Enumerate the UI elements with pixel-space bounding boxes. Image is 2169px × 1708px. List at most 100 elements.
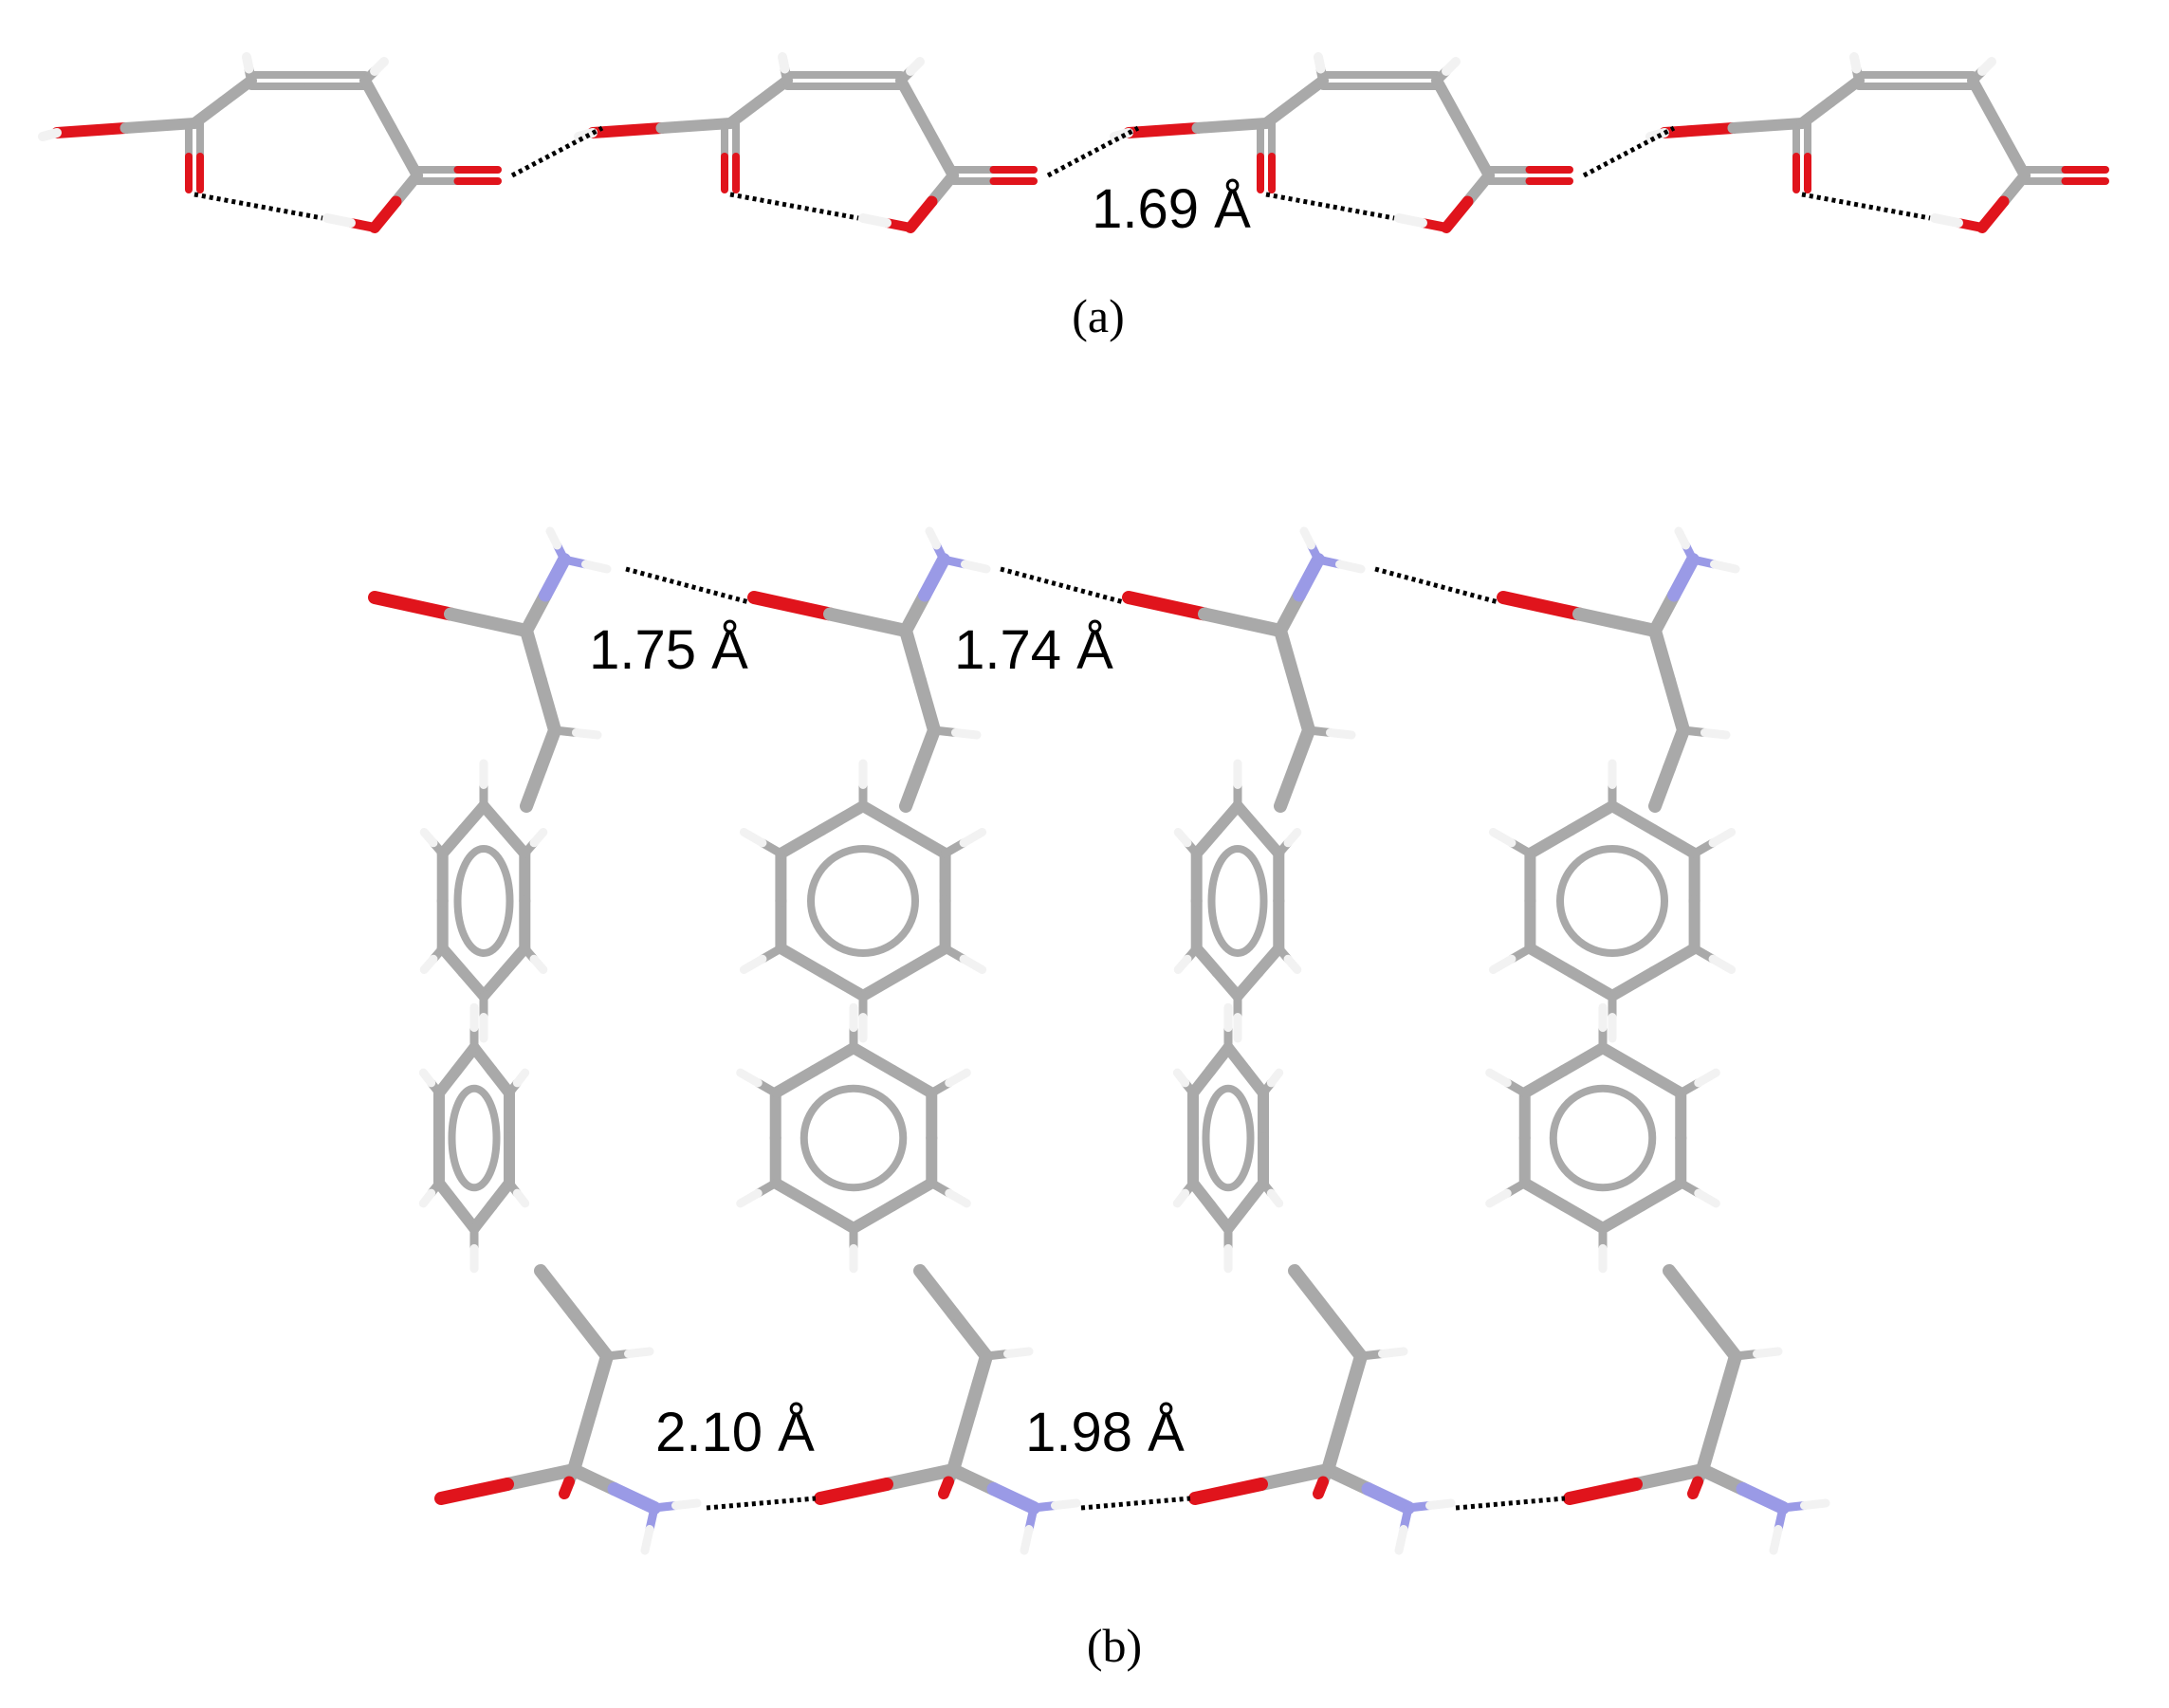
bond-stick <box>1274 624 1301 688</box>
hydrogen-stick <box>1394 1525 1408 1555</box>
aromatic-ring-circle <box>1202 1084 1255 1192</box>
hydrogen-bond <box>729 192 859 221</box>
panel-b-label: (b) <box>1087 1619 1142 1672</box>
hydrogen-bond <box>193 192 323 221</box>
bond-stick <box>938 1476 954 1499</box>
bond-stick <box>1825 75 1865 108</box>
bond-stick <box>119 118 200 134</box>
bond-stick <box>1260 96 1300 129</box>
hydrogen-stick <box>1283 954 1302 974</box>
phenyl-ring <box>1636 1177 1687 1212</box>
hydrogen-stick <box>1283 828 1302 848</box>
phenyl-ring <box>857 800 910 836</box>
hbond-label-a: 1.69 Å <box>1092 178 1251 240</box>
bond-stick <box>583 1350 614 1420</box>
bond-stick <box>1727 118 1808 134</box>
hydrogen-stick <box>1800 1498 1830 1510</box>
hydrogen-stick <box>574 130 591 141</box>
bond-stick <box>913 1264 960 1320</box>
phenyl-ring <box>769 1064 820 1099</box>
hydrogen-stick <box>512 1188 530 1208</box>
phenyl-ring <box>808 1200 859 1234</box>
phenyl-ring <box>848 1042 899 1076</box>
bond-stick <box>534 1264 580 1320</box>
bond-stick <box>921 122 959 181</box>
bond-stick <box>1293 553 1325 602</box>
bond-stick <box>655 118 736 134</box>
hydrogen-stick <box>1753 1347 1783 1358</box>
bond-stick <box>899 624 927 688</box>
hydrogen-stick <box>1051 1498 1081 1510</box>
phenyl-ring <box>1597 1042 1648 1076</box>
hydrogen-stick <box>1110 130 1127 141</box>
bond-stick <box>189 96 229 129</box>
bond-stick <box>1288 1264 1334 1320</box>
hydrogen-stick <box>959 954 987 974</box>
phenyl-ring <box>857 966 910 1001</box>
bond-stick <box>1188 1478 1268 1505</box>
hydrogen-bond <box>1265 192 1395 221</box>
hydrogen-stick <box>1173 828 1192 848</box>
bond-stick <box>986 1482 1040 1515</box>
bond-stick <box>1796 96 1836 129</box>
hydrogen-stick <box>1394 213 1427 228</box>
phenyl-ring <box>1636 1064 1687 1099</box>
bond-stick <box>444 607 533 637</box>
phenyl-ring <box>887 1177 938 1212</box>
hydrogen-stick <box>671 1498 702 1510</box>
bond-stick <box>895 75 933 134</box>
phenyl-ring <box>1524 943 1577 978</box>
bond-stick <box>1198 607 1287 637</box>
bond-stick <box>823 607 912 637</box>
aromatic-ring-circle <box>453 845 514 957</box>
hydrogen-stick <box>778 52 790 74</box>
bond-stick <box>1274 762 1301 813</box>
bond-stick <box>1629 1463 1709 1491</box>
hydrogen-bond <box>1080 1496 1191 1511</box>
bond-stick <box>963 1350 993 1420</box>
hydrogen-stick <box>512 1068 530 1088</box>
bond-stick <box>1431 75 1469 134</box>
hydrogen-stick <box>1378 1347 1408 1358</box>
hydrogen-bond <box>1801 192 1931 221</box>
phenyl-ring <box>848 1200 899 1234</box>
bond-stick <box>1274 588 1306 637</box>
hydrogen-stick <box>624 1347 654 1358</box>
bond-stick <box>1123 122 1204 138</box>
molecule-layer <box>38 52 2109 1555</box>
hbond-label-b-bottom-2: 1.98 Å <box>1025 1402 1185 1463</box>
bond-stick <box>1441 195 1474 233</box>
bond-stick <box>814 1478 893 1505</box>
aromatic-ring-circle <box>1549 1084 1657 1192</box>
bond-stick <box>1572 607 1662 637</box>
bond-stick <box>947 1307 993 1363</box>
hydrogen-stick <box>1977 57 1996 76</box>
bond-stick <box>1967 75 2005 134</box>
phenyl-ring <box>1565 800 1618 836</box>
bond-stick <box>1687 1476 1703 1499</box>
bond-stick <box>520 588 552 637</box>
bond-stick <box>1313 1476 1329 1499</box>
bond-stick <box>1288 724 1315 775</box>
hydrogen-stick <box>242 52 254 74</box>
phenyl-ring <box>898 943 951 978</box>
hydrogen-stick <box>1488 828 1516 848</box>
hydrogen-stick <box>1849 52 1862 74</box>
bond-stick <box>1712 1350 1742 1420</box>
bond-stick <box>1122 591 1211 621</box>
bond-stick <box>947 1406 977 1477</box>
hydrogen-stick <box>945 1188 971 1208</box>
hydrogen-bond <box>1582 125 1676 178</box>
hydrogen-stick <box>640 1525 654 1555</box>
bond-stick <box>1648 588 1681 637</box>
aromatic-ring-circle <box>800 1084 908 1192</box>
bond-stick <box>1696 1463 1750 1496</box>
bond-stick <box>1663 673 1690 737</box>
bond-stick <box>1563 1478 1643 1505</box>
hydrogen-stick <box>1442 57 1461 76</box>
phenyl-ring <box>1518 1064 1570 1099</box>
phenyl-ring <box>1597 1200 1648 1234</box>
bond-stick <box>905 195 938 233</box>
bond-stick <box>434 1478 514 1505</box>
bond-stick <box>918 553 950 602</box>
